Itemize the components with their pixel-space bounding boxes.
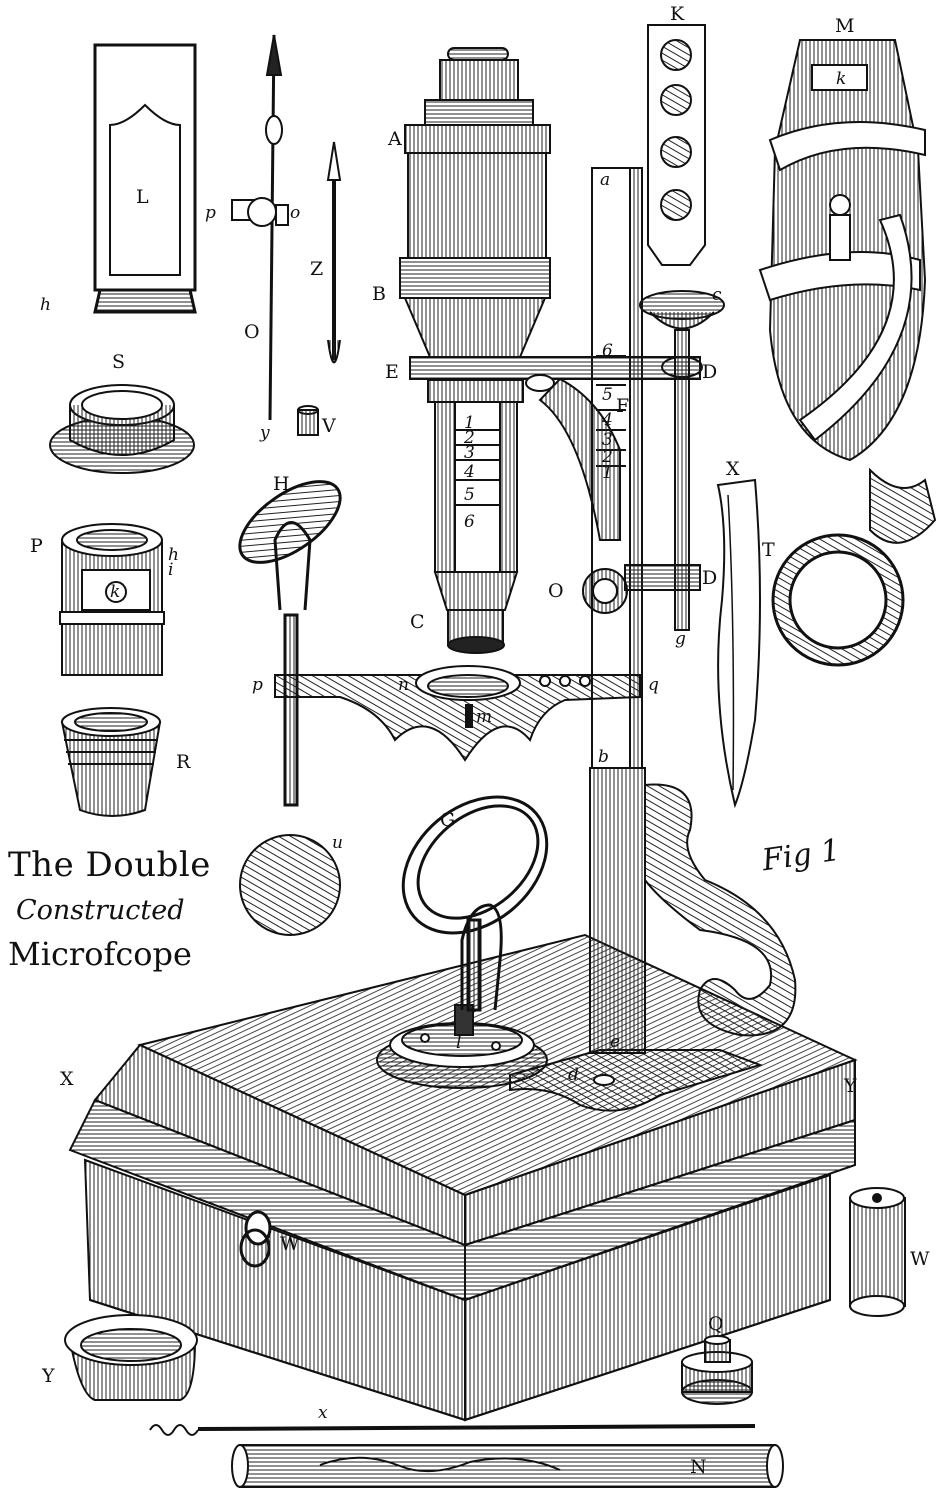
label-N: N [690,1456,707,1478]
disc-u [239,834,341,936]
slider-k [647,24,706,266]
wire-x [149,1424,756,1436]
label-c: c [712,285,722,305]
cup-y [64,1314,198,1401]
label-h-cylinder: h [168,545,179,565]
microscope-body [399,47,551,654]
brush-z [326,141,342,364]
barrel-mark-5: 5 [464,485,475,505]
ring-t [771,533,905,667]
barrel-scale: 1 2 3 4 5 6 [463,413,475,532]
barrel-mark-2: 2 [463,428,475,448]
drawer-ring [239,1210,272,1268]
label-u: u [332,833,343,853]
label-D-upper: D [702,361,717,383]
label-V: V [321,415,336,437]
mirror-h [238,480,342,807]
pillar-mark-5: 5 [602,385,613,405]
small-cylinder-v [297,405,319,436]
label-h-slider: h [40,295,51,315]
stand-foot [376,1004,764,1112]
blade-x [716,478,761,809]
mirror-g [401,795,549,1012]
label-Y-base: Y [843,1075,857,1097]
tube-n [231,1444,784,1488]
pillar-mark-6: 6 [602,341,613,361]
label-O-pin: O [244,321,260,343]
label-g: g [675,629,686,649]
label-k-holder: k [836,69,846,89]
label-P: P [30,535,43,557]
label-L: L [136,186,149,208]
pin-o [231,34,289,421]
tube-w [849,1187,906,1317]
label-A: A [387,128,402,150]
label-y: y [259,423,270,443]
label-W-tube: W [910,1248,930,1270]
pillar-mark-1: 1 [602,463,613,483]
label-D-lower: D [702,567,717,589]
stacked-rings-r [60,707,162,817]
label-W-drawer: W [280,1233,300,1255]
cup-s [49,384,195,474]
barrel-mark-3: 3 [464,443,475,463]
label-m: m [476,707,492,727]
stage [274,665,641,762]
label-i: i [168,560,173,580]
label-F: F [616,395,629,417]
label-Y-cup: Y [41,1365,55,1387]
plate-letters: A B C D D E F G H K L M N O O P Q R S T … [30,3,930,1478]
label-X-blade: X [726,458,740,480]
pillar-mark-3: 3 [602,430,613,450]
label-q: q [648,675,659,695]
label-G: G [440,809,455,831]
label-d: d [568,1065,579,1085]
label-e: e [610,1032,620,1052]
label-B: B [372,283,386,305]
plate-title-line-1: The Double [8,845,211,885]
label-Z: Z [310,258,323,280]
label-a: a [600,170,610,190]
fish-holder-m [758,39,937,544]
label-l: l [456,1033,461,1053]
label-x: x [318,1403,328,1423]
label-K: K [670,3,685,25]
label-p-stage: p [252,675,263,695]
label-O-knob: O [548,580,564,602]
upper-arm [409,356,703,541]
cylinder-p [59,523,165,676]
plate-title-line-2: Constructed [16,895,185,926]
label-k-cylinder: k [110,582,120,602]
label-b: b [598,747,609,767]
label-n: n [398,675,409,695]
base-box [68,933,858,1422]
label-M: M [835,15,854,37]
label-C: C [410,611,425,633]
label-T: T [762,539,775,561]
pillar-numerals: 6 5 4 3 2 1 [601,341,613,483]
barrel-mark-6: 6 [464,512,475,532]
label-p-screw: p [205,203,216,223]
barrel-mark-1: 1 [464,413,475,433]
pillar-mark-2: 2 [601,447,613,467]
label-E: E [385,361,399,383]
slider-l [93,43,197,314]
label-o: o [290,203,300,223]
pillar-mark-4: 4 [601,410,613,430]
label-X-base: X [60,1068,74,1090]
piece-q [681,1335,753,1405]
label-H: H [273,473,290,495]
label-Q: Q [708,1313,724,1335]
plate-title-line-3: Microfcope [8,935,192,973]
label-S: S [112,351,125,373]
label-R: R [176,751,191,773]
barrel-mark-4: 4 [463,462,475,482]
focus-rod [582,290,725,631]
